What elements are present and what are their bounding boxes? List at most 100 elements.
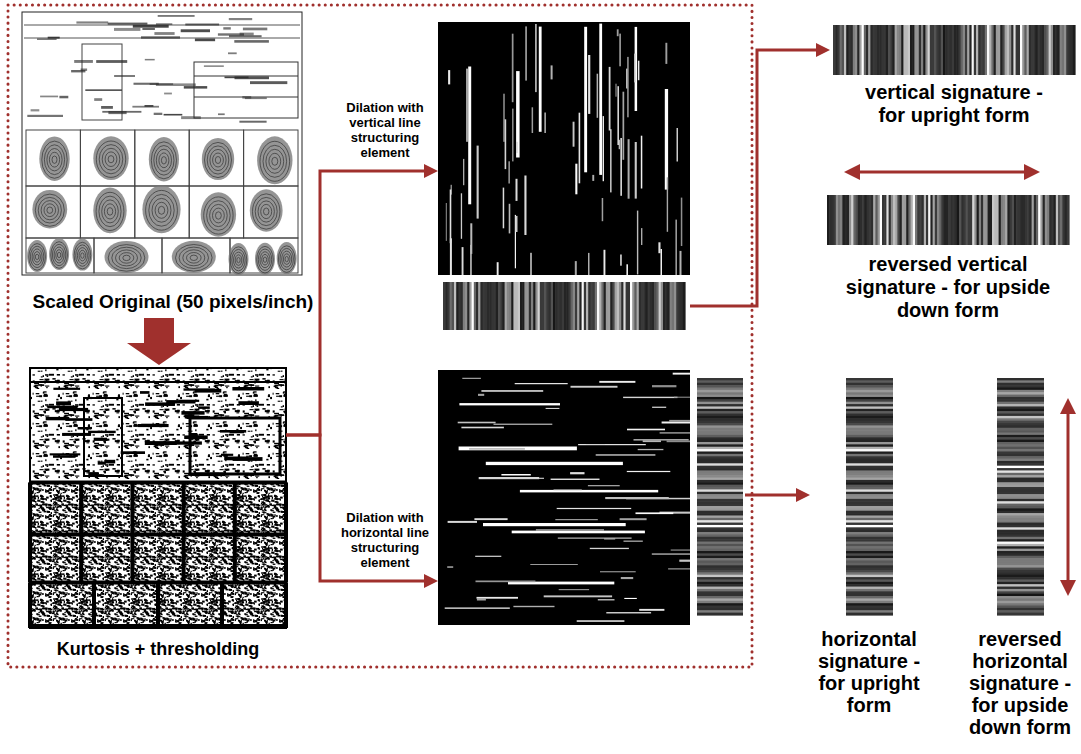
kurtosis-image (30, 368, 286, 628)
kurtosis-edge (184, 388, 215, 390)
horizontal-dilation-image (445, 607, 510, 609)
fingerprint (183, 250, 205, 266)
fingerprint (187, 252, 202, 263)
arrow-head (816, 43, 830, 57)
horizontal-dilation-image (478, 394, 484, 396)
vertical-dilation-image (575, 261, 577, 275)
handwriting (114, 28, 140, 31)
vertical-dilation-image (532, 107, 534, 133)
fingerprint (257, 136, 292, 184)
fingerprint (272, 157, 278, 165)
kurtosis-edge (94, 438, 107, 441)
vertical-dilation-image (603, 116, 604, 181)
fingerprint (32, 190, 67, 229)
horizontal-dilation-image (624, 598, 637, 599)
vertical-signature-strip (683, 282, 686, 330)
horizontal-dilation-image (652, 385, 676, 387)
kurtosis-edge (47, 406, 77, 409)
fingerprint (152, 198, 171, 222)
horizontal-dilation-image (599, 381, 635, 383)
fingerprint (99, 196, 121, 227)
handwriting (108, 111, 126, 114)
horizontal-dilation-image (515, 383, 568, 384)
kurtosis-edge (140, 391, 150, 394)
kurtosis-image (30, 368, 286, 628)
horizontal-dilation-image (623, 397, 677, 398)
kurtosis-edge (220, 430, 246, 433)
vertical-dilation-image (677, 128, 679, 162)
kurtosis-edge (284, 482, 288, 582)
fingerprint (30, 246, 43, 267)
connector-line (745, 494, 797, 497)
kurtosis-edge (59, 408, 88, 411)
fingerprint (207, 146, 229, 174)
kurtosis-edge (198, 406, 210, 409)
fingerprint (102, 148, 120, 170)
kurtosis-edge (233, 482, 237, 582)
vertical-dilation-image (620, 255, 622, 266)
connector (690, 43, 830, 306)
reversed-horizontal-signature (997, 613, 1044, 616)
kurtosis-edge (56, 401, 71, 405)
handwriting (96, 60, 127, 63)
fingerprint (27, 240, 47, 272)
signature-panel: horizontal signature - for upright form (810, 378, 928, 718)
fingerprint (74, 242, 91, 269)
operation-label: Dilation with vertical line structuring … (336, 100, 434, 160)
vertical-dilation-image (635, 142, 637, 199)
vertical-dilation-image (667, 177, 668, 232)
horizontal-dilation-image (448, 521, 477, 523)
fingerprint (93, 188, 126, 234)
arrow-head (796, 488, 810, 502)
kurtosis-edge (65, 418, 92, 421)
vertical-dilation-image (665, 89, 668, 190)
kurtosis-edge (156, 582, 160, 628)
horizontal-dilation-image (513, 606, 554, 607)
vertical-dilation-image (470, 223, 472, 254)
fingerprint (79, 250, 86, 261)
fingerprint (229, 243, 249, 275)
handwriting (181, 29, 210, 32)
signature-panel: vertical signature - for upright form (830, 25, 1078, 129)
vertical-dilation-image (584, 27, 587, 173)
fingerprint (213, 208, 225, 223)
handwriting (40, 96, 58, 98)
horizontal-dilation-image (668, 568, 690, 569)
fingerprint (119, 253, 134, 264)
fingerprint (179, 247, 208, 268)
horizontal-dilation-image (596, 454, 656, 456)
horizontal-dilation-image (643, 440, 661, 442)
horizontal-dilation-image (624, 541, 643, 542)
handwriting (145, 59, 155, 61)
fingerprint (146, 190, 178, 230)
caption: Scaled Original (50 pixels/inch) (12, 290, 334, 313)
handwriting (31, 109, 40, 111)
kurtosis-edge (220, 582, 224, 628)
arrow-head (844, 164, 860, 180)
kurtosis-edge (179, 400, 199, 402)
arrow-head (424, 164, 438, 178)
horizontal-dilation-image (462, 378, 481, 379)
reversed-vertical-signature (1067, 195, 1070, 245)
fingerprint (44, 145, 64, 175)
kurtosis-edge (88, 431, 116, 433)
vertical-dilation-image (503, 188, 505, 229)
horizontal-dilation-image (638, 449, 664, 450)
horizontal-dilation-image (673, 373, 690, 375)
vertical-dilation-image (626, 69, 627, 89)
image-panel: Dilation with vertical line structuring … (438, 22, 690, 330)
fingerprint (39, 136, 69, 181)
horizontal-dilation-image (477, 599, 486, 601)
horizontal-dilation-image (639, 609, 664, 611)
block-arrow (127, 318, 191, 365)
handwriting (184, 86, 207, 89)
image-panel: Kurtosis + thresholding (30, 368, 286, 662)
horizontal-dilation-image (483, 523, 626, 526)
fingerprint (280, 248, 293, 269)
horizontal-dilation-image (558, 537, 632, 539)
arrow-head (1024, 164, 1040, 180)
horizontal-dilation-image (494, 424, 553, 425)
horizontal-dilation-image (660, 432, 690, 433)
fingerprint (257, 246, 274, 273)
